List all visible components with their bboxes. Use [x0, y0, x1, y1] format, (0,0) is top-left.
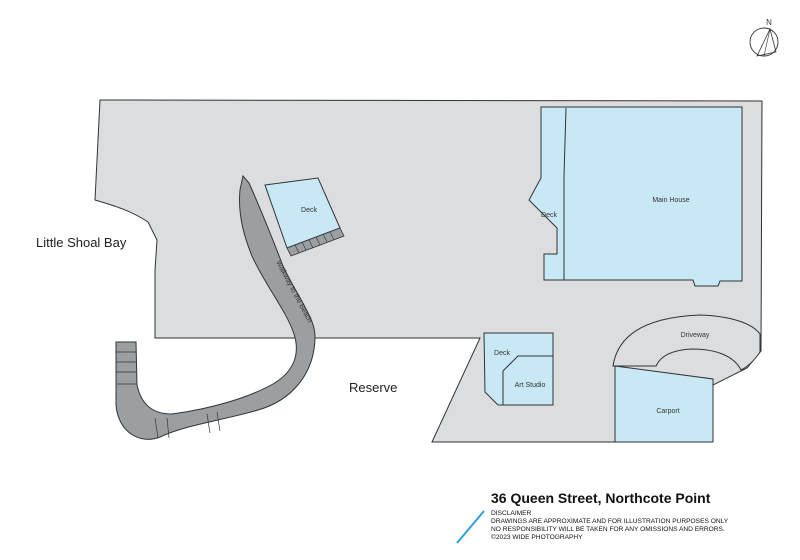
copyright-text: ©2023 WIDE PHOTOGRAPHY	[491, 534, 583, 541]
label-little-shoal-bay: Little Shoal Bay	[36, 235, 127, 250]
walkway-path	[115, 174, 316, 440]
label-driveway: Driveway	[681, 332, 710, 339]
driveway	[612, 314, 761, 371]
house-deck-divider	[563, 107, 567, 280]
disclaimer-title: DISCLAIMER	[491, 510, 532, 517]
label-deck-studio: Deck	[494, 350, 510, 357]
disclaimer-line-2: NO RESPONSIBILITY WILL BE TAKEN FOR ANY …	[491, 526, 725, 533]
carport	[614, 365, 714, 443]
art-studio-divider	[502, 355, 553, 405]
label-carport: Carport	[656, 408, 679, 415]
label-deck-upper: Deck	[301, 207, 317, 214]
footer-accent-line	[456, 510, 485, 544]
disclaimer-block: DISCLAIMER DRAWINGS ARE APPROXIMATE AND …	[491, 510, 728, 542]
label-main-house: Main House	[652, 197, 689, 204]
north-compass-icon	[749, 27, 779, 57]
property-address: 36 Queen Street, Northcote Point	[491, 490, 711, 506]
walkway-crossings	[116, 351, 221, 439]
disclaimer-line-1: DRAWINGS ARE APPROXIMATE AND FOR ILLUSTR…	[491, 518, 729, 525]
upper-deck-steps	[286, 227, 345, 257]
label-reserve: Reserve	[349, 380, 397, 395]
art-studio-deck	[483, 332, 554, 406]
upper-deck-step-lines	[294, 231, 335, 254]
label-art-studio: Art Studio	[515, 382, 546, 389]
main-house	[528, 106, 743, 287]
label-deck-house: Deck	[541, 212, 557, 219]
compass-letter: N	[766, 18, 772, 27]
